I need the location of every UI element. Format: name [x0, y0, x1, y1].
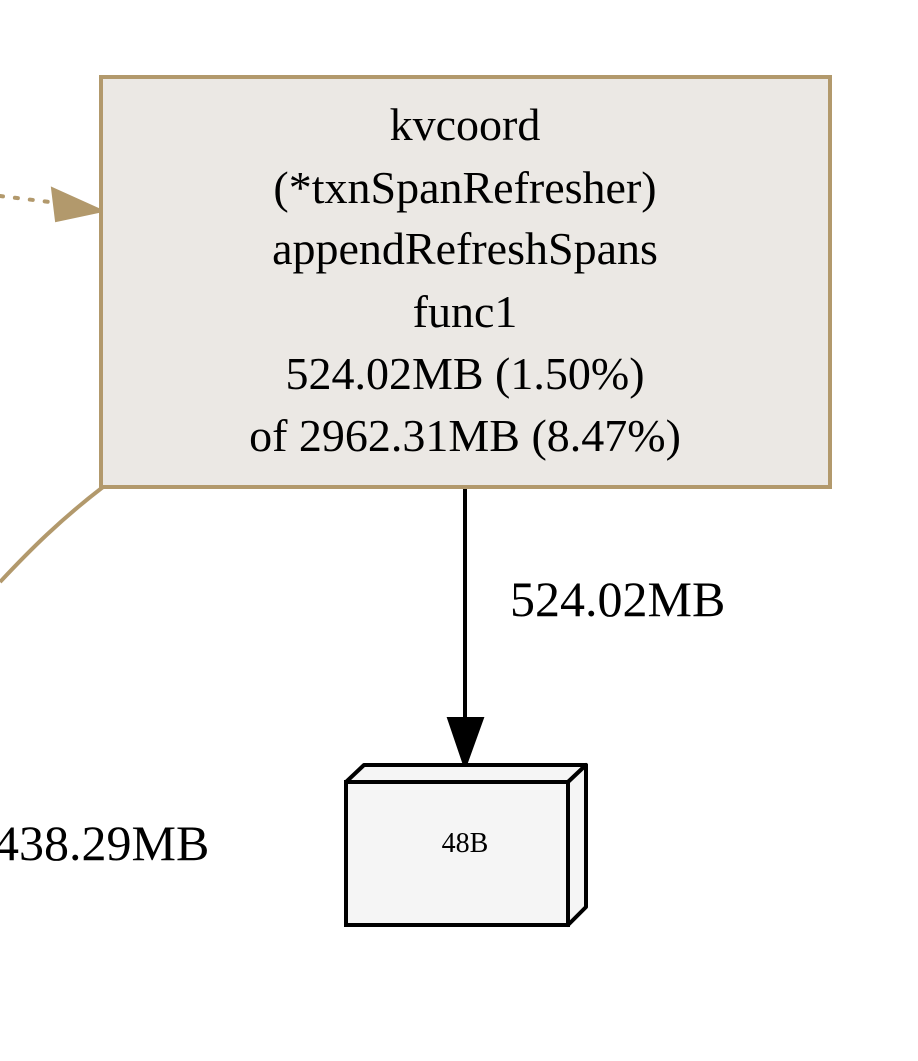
node-line-method: appendRefreshSpans	[272, 223, 658, 274]
down-edge-arrowhead	[446, 717, 485, 772]
node-line-package: kvcoord	[390, 99, 541, 150]
main-node-box[interactable]	[99, 75, 832, 489]
outgoing-tan-edge	[0, 485, 105, 584]
dotted-edge-arrowhead	[50, 186, 107, 223]
dotted-edge-line	[0, 194, 52, 204]
incoming-dotted-edge	[0, 186, 107, 223]
node-line-receiver: (*txnSpanRefresher)	[273, 162, 656, 213]
down-edge-label: 524.02MB	[510, 571, 725, 627]
node-line-flat: 524.02MB (1.50%)	[285, 348, 644, 399]
left-edge-label: 438.29MB	[0, 815, 209, 871]
leaf-node-label: 48B	[442, 828, 489, 859]
leaf-box-side	[566, 763, 588, 927]
node-line-cum: of 2962.31MB (8.47%)	[249, 410, 681, 461]
main-node[interactable]: kvcoord (*txnSpanRefresher) appendRefres…	[99, 75, 832, 489]
leaf-box-top	[344, 763, 588, 784]
leaf-box-front[interactable]	[344, 780, 570, 927]
node-line-func: func1	[413, 286, 518, 337]
down-edge	[446, 489, 485, 772]
leaf-node[interactable]: 48B	[344, 763, 588, 927]
